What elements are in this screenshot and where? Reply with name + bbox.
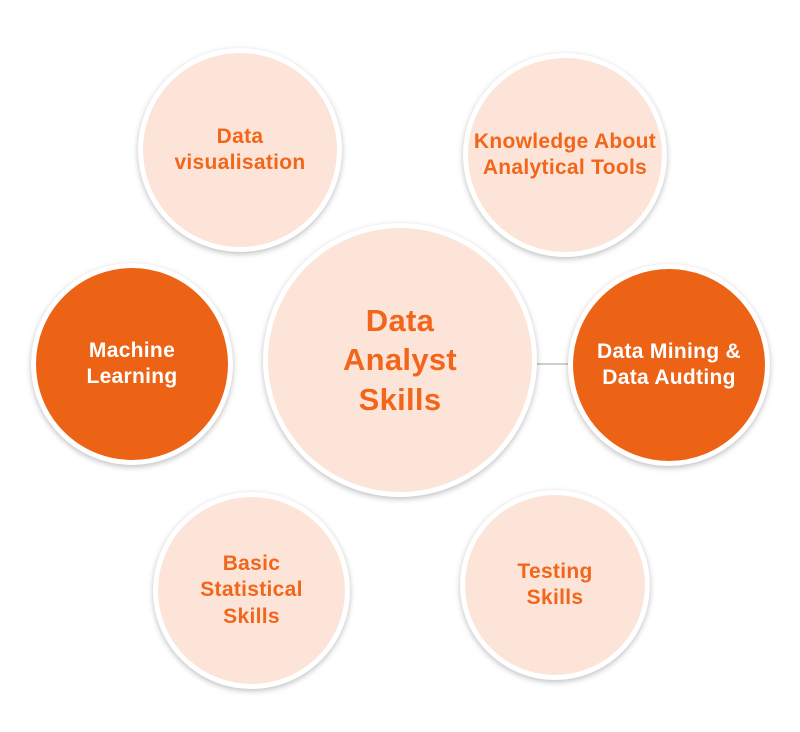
satellite-circle-data-mining-and-data-audting: Data Mining & Data Audting (568, 264, 770, 466)
label-line: visualisation (174, 151, 306, 174)
label-line: Analytical Tools (482, 156, 648, 179)
satellite-circle-machine-learning: Machine Learning (31, 263, 233, 465)
label-line: Data Audting (602, 366, 736, 389)
satellite-circle-data-visualisation: Data visualisation (138, 48, 342, 252)
satellite-circle-label: Data Mining & Data Audting (597, 339, 741, 392)
satellite-circle-testing-skills: Testing Skills (460, 490, 650, 680)
label-line: Analyst (342, 342, 458, 378)
label-line: Skills (358, 381, 442, 417)
label-line: Learning (86, 365, 178, 388)
center-circle-data-analyst-skills: Data Analyst Skills (263, 223, 537, 497)
satellite-circle-label: Knowledge About Analytical Tools (474, 129, 656, 182)
center-circle-label: Data Analyst Skills (343, 301, 457, 418)
label-line: Data (216, 124, 264, 148)
label-line: Data Mining & (597, 339, 741, 363)
label-line: Skills (526, 586, 584, 609)
satellite-circle-label: Data visualisation (174, 124, 305, 177)
label-line: Basic (222, 551, 281, 575)
satellite-circle-label: Machine Learning (86, 338, 177, 391)
label-line: Knowledge About (473, 129, 657, 153)
satellite-circle-label: Basic Statistical Skills (200, 551, 303, 630)
satellite-circle-basic-statistical-skills: Basic Statistical Skills (153, 492, 350, 689)
label-line: Machine (88, 338, 176, 362)
label-line: Skills (223, 604, 280, 628)
connector-line-center-to-data-mining (532, 363, 572, 365)
label-line: Data (365, 303, 435, 339)
satellite-circle-label: Testing Skills (517, 559, 592, 612)
satellite-circle-knowledge-about-analytical-tools: Knowledge About Analytical Tools (463, 53, 667, 257)
label-line: Testing (517, 559, 593, 583)
label-line: Statistical (200, 578, 303, 602)
